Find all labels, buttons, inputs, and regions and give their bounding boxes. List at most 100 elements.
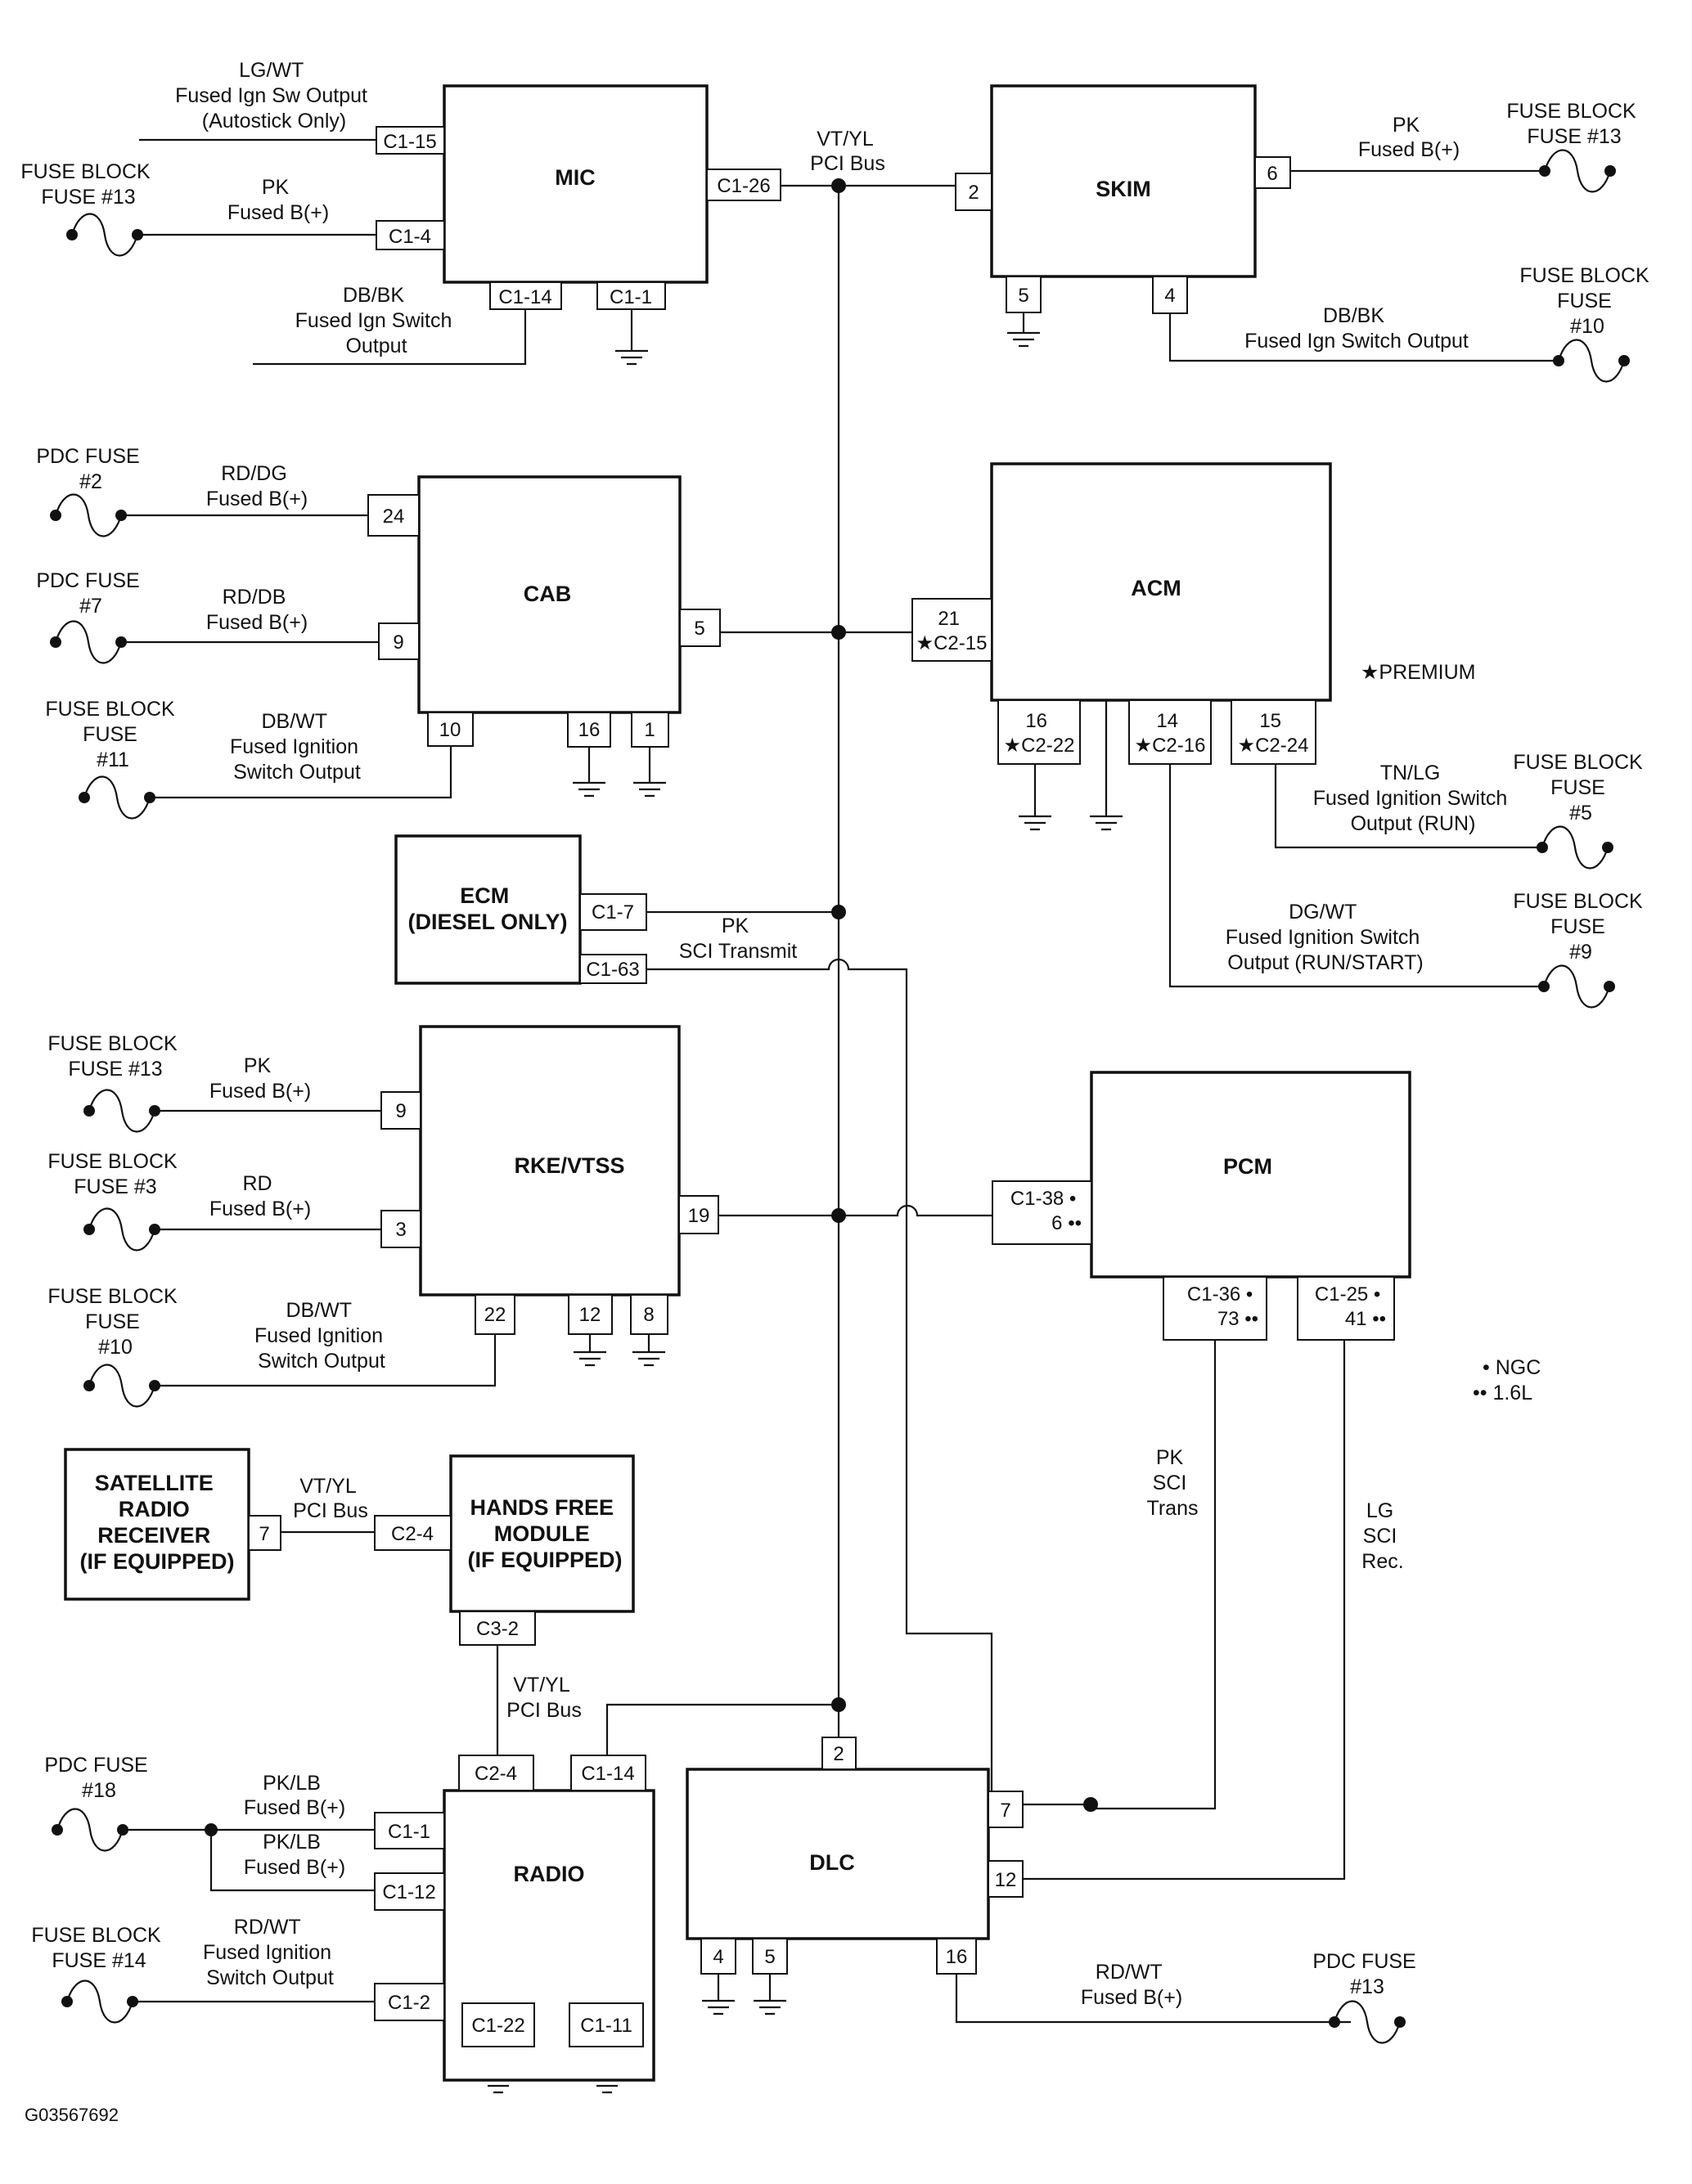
fuse-symbol [66, 213, 143, 257]
pin-label: C1-2 [388, 1992, 430, 2014]
pcm-pin-c1-36 [1163, 1276, 1267, 1341]
skim-pin-2 [955, 173, 992, 211]
pin-label: 14 ★C2-16 [1135, 710, 1206, 757]
pin-label: 5 [1018, 285, 1028, 307]
mic-pin-c1-1 [596, 281, 666, 310]
fuse-symbol [83, 1207, 160, 1252]
fuse-symbol [50, 620, 127, 664]
splice-dot [831, 1697, 846, 1712]
wire-label: RD/WT Fused B(+) [1081, 1961, 1182, 2009]
fuse-label: PDC FUSE #18 [44, 1754, 153, 1802]
skim-pin-6 [1254, 156, 1291, 189]
pcm-pin-c1-25 [1297, 1276, 1395, 1341]
fuse-label: FUSE BLOCK FUSE #5 [1513, 751, 1648, 825]
pin-label: C1-12 [382, 1881, 435, 1903]
dlc-pin-7 [988, 1791, 1024, 1828]
wire-label: DG/WT Fused Ignition Switch Output (RUN/… [1226, 901, 1426, 974]
pin-label: C1-22 [471, 2015, 524, 2037]
splice-dot [831, 625, 846, 640]
fuse-symbol [1537, 825, 1613, 870]
wire-label: PK Fused B(+) [227, 176, 329, 224]
rke-pin22-wire [155, 1334, 497, 1387]
pin-label: 2 [833, 1743, 844, 1765]
pin-label: 6 [1267, 163, 1277, 185]
fuse-symbol [83, 1364, 160, 1408]
ecm-pin-c1-63 [579, 954, 647, 984]
dlc-pin-12 [988, 1860, 1024, 1898]
mic-module-box [443, 84, 709, 284]
sat-pin-7 [248, 1515, 281, 1551]
ground-symbol [702, 1999, 735, 2015]
premium-note: ★PREMIUM [1361, 661, 1475, 684]
pin-label: C1-15 [383, 131, 436, 153]
fuse-label: PDC FUSE #7 [36, 569, 145, 618]
fuse-label: FUSE BLOCK FUSE #9 [1513, 890, 1648, 964]
rke-vtss-module-box [419, 1025, 681, 1296]
pin-label: 21 ★C2-15 [916, 608, 988, 654]
fuse-label: FUSE BLOCK FUSE #3 [47, 1150, 182, 1198]
fuse-symbol [79, 775, 155, 820]
rke-pin-9 [380, 1091, 421, 1130]
rke-pin-19 [678, 1195, 719, 1234]
pin-label: 3 [395, 1219, 406, 1241]
radio-c1-12-wire [209, 1830, 375, 1892]
acm-pin-21 [911, 598, 992, 662]
modules: MIC SKIM CAB ACM ECM (DIESEL ONLY) RKE/V… [64, 84, 1411, 2082]
pin-label: 10 [439, 719, 461, 741]
cab-module-box [417, 475, 682, 714]
pin-label: C1-1 [388, 1821, 430, 1843]
wire-label: DB/BK Fused Ign Switch Output [1244, 304, 1469, 353]
dlc-pin-16 [936, 1938, 977, 1975]
pin-label: C1-11 [580, 2015, 632, 2037]
fuse-symbol [50, 493, 127, 537]
skim-pin-5 [1006, 276, 1042, 313]
acm-pin-14 [1128, 699, 1212, 765]
wire-label: PK SCI Trans [1147, 1446, 1199, 1520]
wire-label: DB/BK Fused Ign Switch Output [295, 284, 458, 357]
cab-pin-24 [367, 494, 420, 537]
pin-label: C2-4 [475, 1763, 517, 1785]
pin-label: C1-26 [717, 175, 770, 197]
wire-label: LG/WT Fused Ign Sw Output (Autostick Onl… [175, 59, 373, 133]
wire-label: PK Fused B(+) [209, 1054, 311, 1103]
wire-label: RD/DB Fused B(+) [206, 586, 308, 634]
pin-label: 15 ★C2-24 [1238, 710, 1309, 757]
pin-label: 2 [968, 182, 979, 204]
ground-symbol [632, 1350, 665, 1367]
wire-label: PK Fused B(+) [1358, 114, 1460, 161]
pin-label: 7 [1000, 1800, 1010, 1822]
wire-label: LG SCI Rec. [1361, 1499, 1403, 1573]
ground-symbol [1007, 331, 1040, 348]
fuse-labels: FUSE BLOCK FUSE #13 FUSE BLOCK FUSE #13 … [20, 100, 1649, 1998]
ground-symbol [1090, 815, 1123, 831]
wire-label: RD Fused B(+) [209, 1172, 311, 1220]
wire-label: PK/LB Fused B(+) [244, 1831, 345, 1879]
splice-dot [831, 905, 846, 919]
pin-label: 4 [1164, 285, 1175, 307]
splice-dot [831, 1208, 846, 1223]
skim-pin-4 [1152, 276, 1188, 314]
radio-pin-c2-4 [458, 1755, 534, 1791]
pin-label: 7 [259, 1523, 269, 1545]
hfm-pin-c3-2 [459, 1611, 536, 1646]
radio-pin-c1-14 [570, 1755, 646, 1791]
pin-label: C1-1 [610, 286, 652, 308]
acm-pin-15 [1231, 699, 1316, 765]
skim-pin4-wire [1168, 313, 1559, 362]
pin-label: 16 ★C2-22 [1004, 710, 1075, 757]
fuse-label: PDC FUSE #2 [36, 445, 145, 493]
pin-label: 5 [764, 1946, 775, 1968]
fuse-label: FUSE BLOCK FUSE #13 [20, 160, 155, 209]
wire-label: VT/YL PCI Bus [293, 1475, 368, 1522]
rke-pin-3 [380, 1210, 421, 1248]
splice-dot [205, 1823, 218, 1836]
fuse-symbol [61, 1980, 138, 2024]
hands-free-module-box [449, 1454, 635, 1613]
pcm-module-label: PCM [1223, 1154, 1272, 1179]
mic-module-label: MIC [555, 165, 596, 190]
wire-label: DB/WT Fused Ignition Switch Output [254, 1299, 389, 1373]
wire-label: VT/YL PCI Bus [810, 128, 885, 175]
splice-dot [831, 178, 846, 193]
mic-pin-c1-14 [489, 281, 562, 310]
pin-label: 19 [688, 1205, 710, 1227]
